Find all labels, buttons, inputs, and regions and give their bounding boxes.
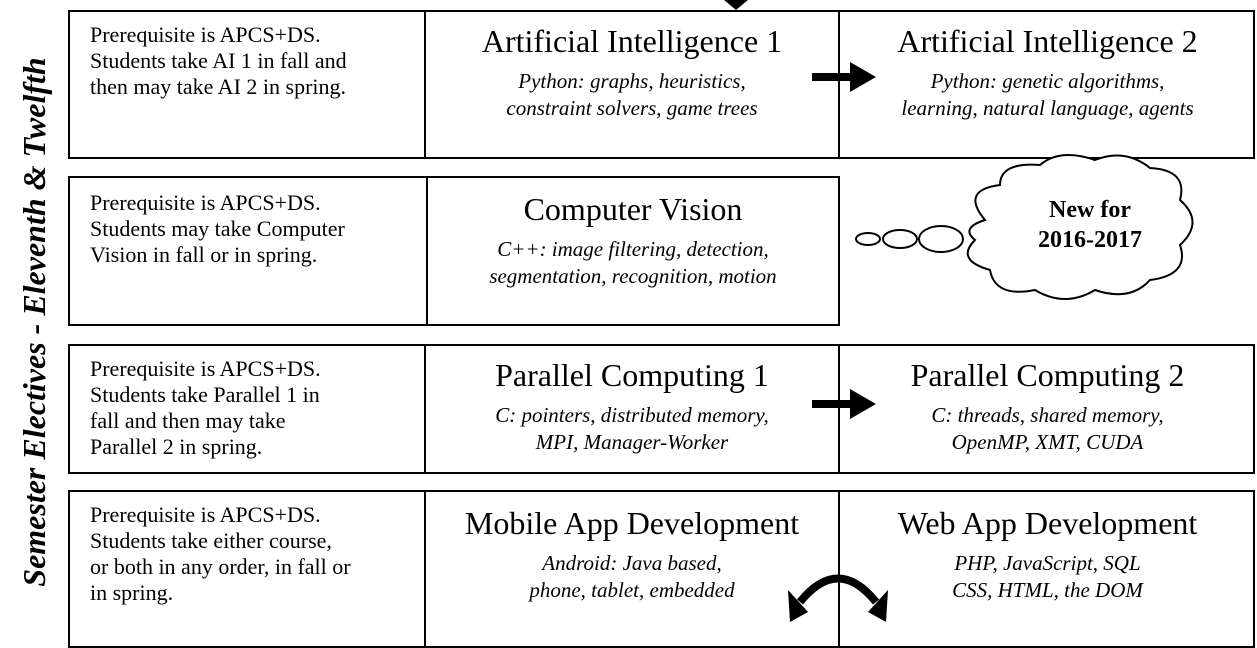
course-title: Parallel Computing 1: [495, 357, 769, 393]
prereq-parallel: Prerequisite is APCS+DS. Students take P…: [90, 356, 321, 459]
swap-arrow-icon: [788, 574, 888, 622]
right-arrow-icon: [812, 62, 876, 92]
prereq-app: Prerequisite is APCS+DS. Students take e…: [90, 502, 351, 605]
thought-bubble: [855, 232, 881, 246]
divider-ai-b: [838, 10, 840, 159]
down-arrow-icon: [724, 0, 748, 10]
course-title: Web App Development: [897, 505, 1198, 541]
course-cv-box: [426, 176, 840, 326]
divider-app-b: [838, 490, 840, 648]
course-title: Computer Vision: [523, 191, 743, 227]
course-ai-1: Artificial Intelligence 1 Python: graphs…: [426, 22, 838, 122]
course-topics: Python: graphs, heuristics, constraint s…: [506, 69, 758, 120]
course-topics: C: pointers, distributed memory, MPI, Ma…: [495, 403, 769, 454]
cloud-shape: [966, 154, 1194, 300]
course-topics: PHP, JavaScript, SQL CSS, HTML, the DOM: [952, 551, 1143, 602]
row-app: [68, 490, 1255, 648]
course-title: Mobile App Development: [464, 505, 800, 541]
prereq-ai: Prerequisite is APCS+DS. Students take A…: [90, 22, 347, 99]
row-ai: [68, 10, 1255, 159]
callout-text: New for 2016-2017: [1038, 197, 1142, 253]
divider-ai-a: [424, 10, 426, 159]
course-topics: Android: Java based, phone, tablet, embe…: [529, 551, 735, 602]
course-topics: C: threads, shared memory, OpenMP, XMT, …: [931, 403, 1164, 454]
divider-parallel-b: [838, 344, 840, 474]
course-web: Web App Development PHP, JavaScript, SQL…: [840, 504, 1255, 604]
course-mobile: Mobile App Development Android: Java bas…: [426, 504, 838, 604]
row-cv-prereq: [68, 176, 428, 326]
course-title: Artificial Intelligence 2: [897, 23, 1198, 59]
thought-bubble: [918, 225, 964, 253]
course-title: Artificial Intelligence 1: [481, 23, 783, 59]
right-arrow-icon: [812, 389, 876, 419]
course-title: Parallel Computing 2: [910, 357, 1185, 393]
course-cv: Computer Vision C++: image filtering, de…: [426, 190, 840, 290]
course-parallel-2: Parallel Computing 2 C: threads, shared …: [840, 356, 1255, 456]
divider-parallel-a: [424, 344, 426, 474]
row-parallel: [68, 344, 1255, 474]
course-ai-2: Artificial Intelligence 2 Python: geneti…: [840, 22, 1255, 122]
divider-app-a: [424, 490, 426, 648]
prereq-cv: Prerequisite is APCS+DS. Students may ta…: [90, 190, 345, 267]
thought-bubble: [882, 229, 918, 249]
course-parallel-1: Parallel Computing 1 C: pointers, distri…: [426, 356, 838, 456]
course-topics: C++: image filtering, detection, segment…: [489, 237, 777, 288]
course-topics: Python: genetic algorithms, learning, na…: [901, 69, 1194, 120]
